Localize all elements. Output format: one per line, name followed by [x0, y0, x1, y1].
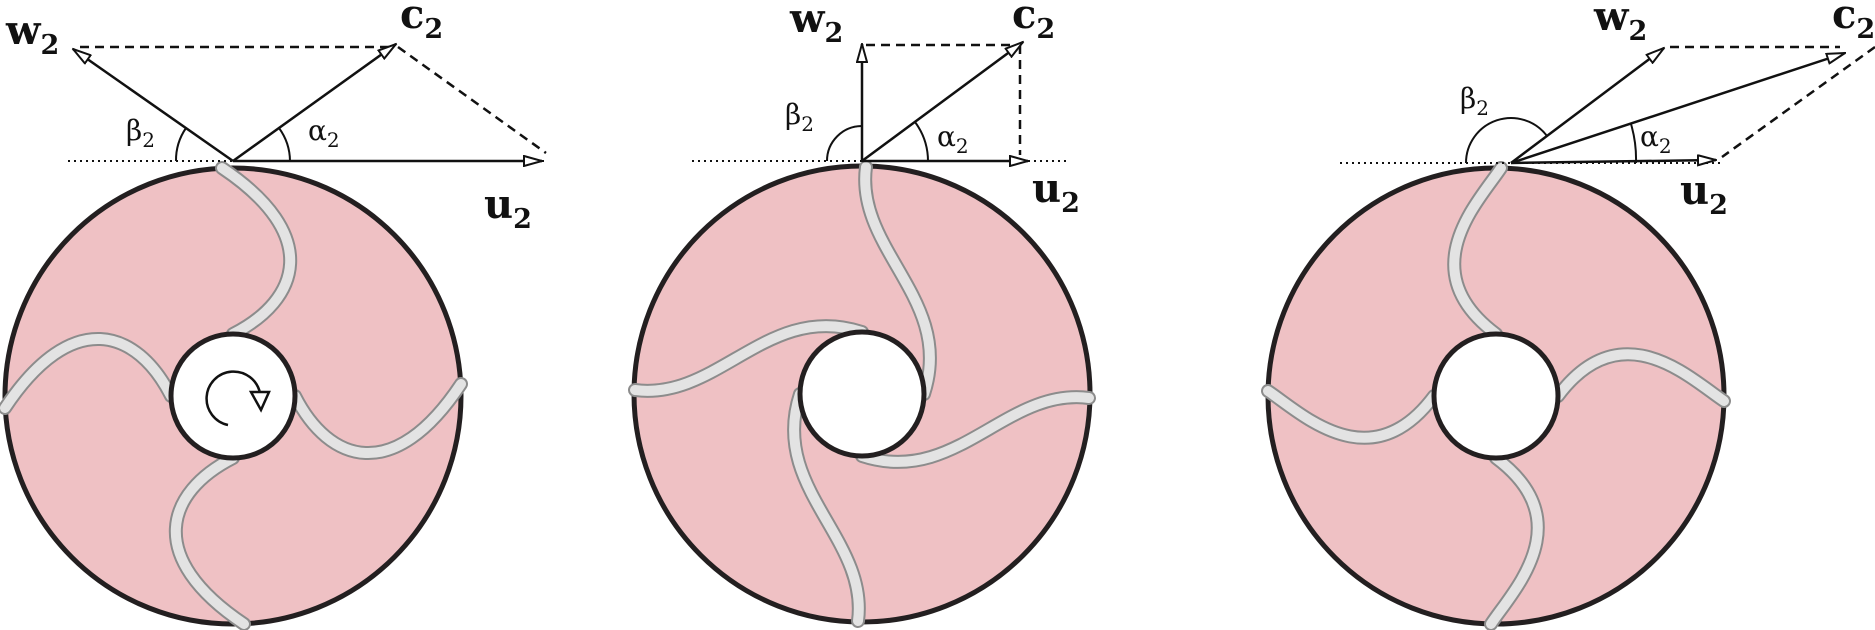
label-alpha2: α2 [1640, 120, 1672, 158]
blade-4 [628, 319, 869, 398]
blade-1 [858, 160, 937, 401]
blade-1 [1447, 161, 1508, 341]
blade-2 [855, 390, 1096, 469]
blade-3 [1484, 451, 1545, 630]
velocity-triangle-forward: w2 c2 u2 α2 β2 [1340, 0, 1875, 221]
vector-c2 [232, 44, 396, 163]
impeller-backward [0, 161, 468, 630]
label-c2: c2 [1832, 0, 1875, 45]
blade-2 [288, 377, 468, 460]
dashed-c-to-u [397, 45, 547, 155]
impeller-hub [168, 331, 298, 461]
dashed-c-to-u [1721, 45, 1875, 159]
blades [0, 161, 468, 630]
label-w2: w2 [5, 7, 59, 61]
blade-4 [1261, 384, 1441, 445]
vector-w2 [1510, 48, 1664, 164]
velocity-triangle-backward: w2 c2 u2 α2 β2 [5, 0, 547, 235]
label-c2: c2 [400, 0, 443, 45]
angle-beta-arc [174, 127, 187, 162]
angle-beta-arc [1465, 117, 1548, 164]
rotation-arrow-icon [205, 370, 271, 427]
label-beta2: β2 [126, 114, 155, 152]
label-w2: w2 [789, 0, 843, 49]
angle-beta-arc [826, 125, 863, 162]
vector-c2 [1510, 51, 1845, 165]
label-c2: c2 [1012, 0, 1055, 45]
blade-3 [168, 451, 251, 630]
blades [628, 160, 1096, 628]
impeller-forward [1261, 161, 1731, 630]
label-u2: u2 [1680, 167, 1728, 221]
angle-alpha-arc [278, 127, 291, 162]
velocity-triangle-radial: w2 c2 u2 α2 β2 [692, 0, 1080, 219]
impeller-hub [797, 329, 927, 459]
blade-3 [787, 387, 866, 628]
label-u2: u2 [484, 181, 532, 235]
vector-u2 [1510, 160, 1716, 163]
blade-4 [0, 332, 178, 415]
label-alpha2: α2 [937, 120, 969, 158]
label-w2: w2 [1593, 0, 1647, 47]
blade-2 [1551, 347, 1731, 408]
vector-c2 [861, 42, 1023, 163]
label-beta2: β2 [785, 98, 814, 136]
blades [1261, 161, 1731, 630]
label-alpha2: α2 [308, 114, 340, 152]
angle-alpha-arc [914, 121, 929, 162]
label-beta2: β2 [1460, 82, 1489, 120]
vector-w2 [73, 49, 234, 163]
impeller-hub [1431, 331, 1561, 461]
angle-alpha-arc [1630, 123, 1638, 164]
blade-1 [215, 161, 298, 341]
impeller-radial [628, 160, 1096, 628]
label-u2: u2 [1032, 165, 1080, 219]
